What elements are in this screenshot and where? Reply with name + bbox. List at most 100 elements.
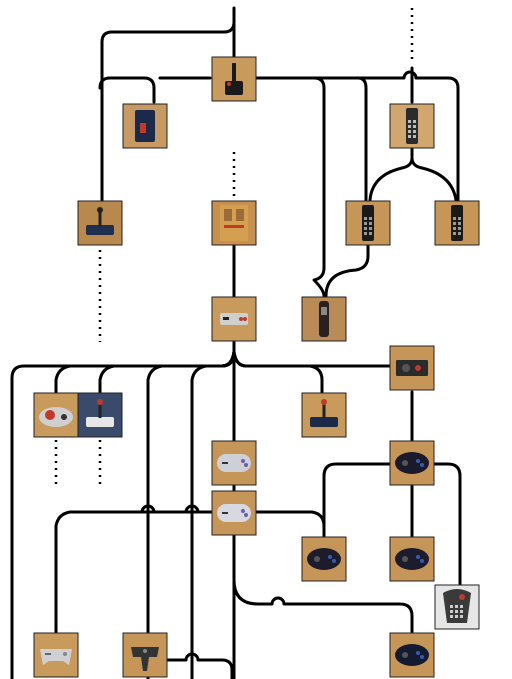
connector-lines	[10, 6, 462, 679]
coleco-keypad-left-icon	[364, 217, 367, 220]
arcade-panel-icon	[402, 364, 410, 372]
coleco-keypad-left	[345, 200, 391, 246]
game-and-watch-icon	[236, 209, 244, 221]
coleco-keypad-right	[434, 200, 480, 246]
coleco-keypad-right-icon	[458, 232, 461, 235]
famicom-pad-red-icon	[61, 414, 67, 420]
jaguar-controller-icon	[460, 610, 463, 613]
nes-advantage-icon	[98, 403, 102, 418]
jaguar-controller-icon	[460, 615, 463, 618]
master-system-joystick-icon	[322, 403, 326, 418]
nes-controller-icon	[220, 313, 248, 325]
playstation-controller-icon	[63, 652, 67, 656]
vectrex-controller-icon	[321, 307, 327, 315]
jaguar-controller	[434, 584, 480, 630]
snes-controller-icon	[244, 463, 248, 467]
dreamcast-pad	[389, 632, 435, 678]
nes-controller	[211, 296, 257, 342]
snes-controller-alt	[211, 490, 257, 536]
intellivision-controller-icon	[406, 108, 418, 144]
nintendo-64-controller	[122, 632, 168, 678]
snes-controller	[211, 440, 257, 486]
nintendo-64-controller-icon	[131, 647, 159, 671]
atari-cx40-joystick-icon	[232, 63, 236, 82]
intellivision-controller-icon	[408, 130, 411, 133]
saturn-pad-icon	[416, 459, 420, 463]
intellivision-controller-icon	[413, 135, 416, 138]
snes-controller-alt-icon	[226, 504, 242, 522]
saturn-pad-icon	[395, 452, 429, 474]
saturn-pad	[389, 440, 435, 486]
dreamcast-pad-icon	[402, 652, 408, 658]
jaguar-controller-icon	[460, 605, 463, 608]
genesis-6-button-icon	[395, 548, 429, 570]
dreamcast-pad-icon	[416, 651, 420, 655]
genesis-6-button-icon	[420, 559, 424, 563]
dreamcast-pad-icon	[395, 644, 429, 666]
controller-nodes	[33, 56, 480, 678]
snes-controller-icon	[222, 462, 228, 464]
arcade-panel-icon	[396, 360, 428, 376]
colecovision-style-joystick	[77, 200, 123, 246]
vectrex-controller	[301, 296, 347, 342]
colecovision-style-joystick-icon	[97, 207, 103, 213]
coleco-keypad-left-icon	[369, 227, 372, 230]
game-and-watch	[211, 200, 257, 246]
coleco-keypad-left-icon	[364, 232, 367, 235]
coleco-keypad-left-icon	[362, 205, 374, 241]
paddle-controller-icon	[140, 123, 146, 133]
nes-advantage	[77, 392, 123, 438]
arcade-panel	[389, 345, 435, 391]
genesis-6-button-icon	[416, 555, 420, 559]
atari-cx40-joystick	[211, 56, 257, 102]
vectrex-controller-icon	[319, 301, 329, 337]
intellivision-controller-icon	[413, 120, 416, 123]
famicom-pad-red-icon	[45, 410, 55, 420]
colecovision-style-joystick-icon	[86, 225, 114, 235]
game-and-watch-icon	[224, 225, 244, 228]
master-system-joystick	[301, 392, 347, 438]
snes-controller-alt-icon	[244, 513, 248, 517]
intellivision-controller-icon	[408, 125, 411, 128]
coleco-keypad-left-icon	[369, 222, 372, 225]
jaguar-controller-icon	[450, 610, 453, 613]
coleco-keypad-left-icon	[369, 232, 372, 235]
playstation-controller	[33, 632, 79, 678]
coleco-keypad-right-icon	[458, 217, 461, 220]
genesis-3-button-icon	[328, 555, 332, 559]
snes-controller-alt-icon	[222, 512, 228, 514]
nes-controller-icon	[239, 317, 243, 321]
snes-controller-alt-icon	[241, 509, 245, 513]
genesis-3-button-icon	[307, 548, 341, 570]
jaguar-controller-icon	[459, 594, 465, 600]
jaguar-controller-icon	[455, 610, 458, 613]
coleco-keypad-right-icon	[453, 222, 456, 225]
intellivision-controller-icon	[408, 120, 411, 123]
master-system-joystick-icon	[310, 417, 338, 427]
coleco-keypad-right-icon	[453, 217, 456, 220]
coleco-keypad-left-icon	[364, 227, 367, 230]
nes-advantage-icon	[86, 417, 114, 427]
arcade-panel-icon	[415, 365, 421, 371]
saturn-pad-icon	[402, 460, 408, 466]
dotted-continuations	[54, 8, 414, 486]
famicom-pad-red	[33, 392, 79, 438]
coleco-keypad-right-icon	[451, 205, 463, 241]
colecovision-style-joystick-icon	[98, 211, 102, 226]
nes-controller-icon	[223, 317, 229, 320]
master-system-joystick-icon	[321, 399, 327, 405]
saturn-pad-icon	[420, 463, 424, 467]
coleco-keypad-left-icon	[364, 222, 367, 225]
snes-controller-icon	[241, 459, 245, 463]
atari-cx40-joystick-icon	[227, 82, 231, 86]
intellivision-controller-icon	[408, 135, 411, 138]
dreamcast-pad-icon	[420, 655, 424, 659]
genesis-3-button-icon	[332, 559, 336, 563]
paddle-controller	[122, 103, 168, 149]
nintendo-64-controller-icon	[143, 649, 147, 653]
coleco-keypad-right-icon	[453, 232, 456, 235]
jaguar-controller-icon	[450, 615, 453, 618]
famicom-pad-red-icon	[39, 407, 73, 427]
genesis-3-button	[301, 536, 347, 582]
